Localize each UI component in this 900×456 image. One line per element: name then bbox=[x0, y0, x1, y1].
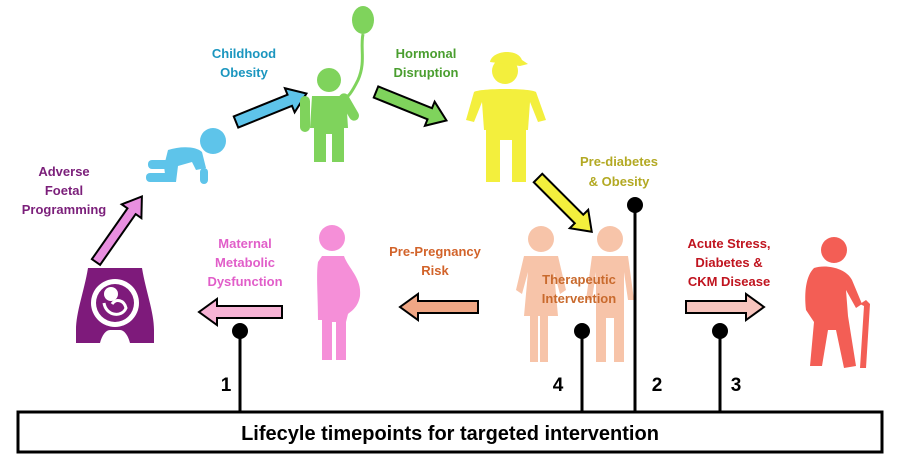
svg-text:Diabetes &: Diabetes & bbox=[695, 255, 762, 270]
timepoint-number-1: 1 bbox=[221, 375, 232, 396]
arrow-baby-to-child bbox=[232, 86, 309, 129]
arrow-foetal-to-baby bbox=[90, 194, 143, 267]
svg-text:Programming: Programming bbox=[22, 202, 107, 217]
svg-text:Intervention: Intervention bbox=[542, 291, 616, 306]
label-acute-stress-ckm: Acute Stress, Diabetes & CKM Disease bbox=[687, 236, 770, 289]
svg-text:Foetal: Foetal bbox=[45, 183, 83, 198]
timepoint-number-4: 4 bbox=[553, 375, 564, 396]
elderly-with-cane-icon bbox=[805, 237, 870, 368]
svg-text:Pre-diabetes: Pre-diabetes bbox=[580, 154, 658, 169]
footer-box: Lifecyle timepoints for targeted interve… bbox=[16, 410, 884, 454]
timepoint-pin-2 bbox=[627, 197, 643, 412]
timepoint-pin-4 bbox=[574, 323, 590, 412]
timepoint-number-2: 2 bbox=[652, 375, 663, 396]
svg-text:Maternal: Maternal bbox=[218, 236, 271, 251]
svg-text:& Obesity: & Obesity bbox=[589, 174, 650, 189]
arrow-adult-to-elderly bbox=[685, 292, 766, 322]
svg-text:Dysfunction: Dysfunction bbox=[207, 274, 282, 289]
arrow-pregnant-to-womb bbox=[197, 297, 283, 327]
footer-title: Lifecyle timepoints for targeted interve… bbox=[241, 423, 659, 445]
svg-text:Obesity: Obesity bbox=[220, 65, 268, 80]
svg-text:Disruption: Disruption bbox=[394, 65, 459, 80]
svg-text:Hormonal: Hormonal bbox=[396, 46, 457, 61]
timepoint-number-3: 3 bbox=[731, 375, 742, 396]
svg-text:Therapeutic: Therapeutic bbox=[542, 272, 616, 287]
arrow-child-to-teen bbox=[372, 85, 449, 128]
arrow-teen-to-adult bbox=[532, 172, 593, 233]
label-adverse-foetal-programming: Adverse Foetal Programming bbox=[22, 164, 107, 217]
timepoint-pin-1 bbox=[232, 323, 248, 412]
svg-text:Risk: Risk bbox=[421, 263, 449, 278]
crawling-baby-icon bbox=[146, 128, 226, 184]
label-pre-pregnancy-risk: Pre-Pregnancy Risk bbox=[389, 244, 482, 278]
adult-couple-icon bbox=[516, 226, 634, 362]
svg-text:Acute Stress,: Acute Stress, bbox=[687, 236, 770, 251]
arrow-adult-to-pregnant bbox=[398, 292, 479, 322]
svg-text:Pre-Pregnancy: Pre-Pregnancy bbox=[389, 244, 482, 259]
svg-text:Childhood: Childhood bbox=[212, 46, 276, 61]
foetus-in-womb-icon bbox=[76, 268, 154, 343]
label-hormonal-disruption: Hormonal Disruption bbox=[394, 46, 459, 80]
label-therapeutic-intervention: Therapeutic Intervention bbox=[542, 272, 616, 306]
label-prediabetes-obesity: Pre-diabetes & Obesity bbox=[580, 154, 658, 189]
svg-text:Metabolic: Metabolic bbox=[215, 255, 275, 270]
svg-text:CKM Disease: CKM Disease bbox=[688, 274, 770, 289]
svg-text:Adverse: Adverse bbox=[38, 164, 89, 179]
timepoint-pin-3 bbox=[712, 323, 728, 412]
pregnant-woman-icon bbox=[317, 225, 361, 360]
child-with-balloon-icon bbox=[300, 6, 374, 162]
teen-with-cap-icon bbox=[466, 51, 546, 182]
label-childhood-obesity: Childhood Obesity bbox=[212, 46, 276, 80]
label-maternal-metabolic-dysfunction: Maternal Metabolic Dysfunction bbox=[207, 236, 282, 289]
